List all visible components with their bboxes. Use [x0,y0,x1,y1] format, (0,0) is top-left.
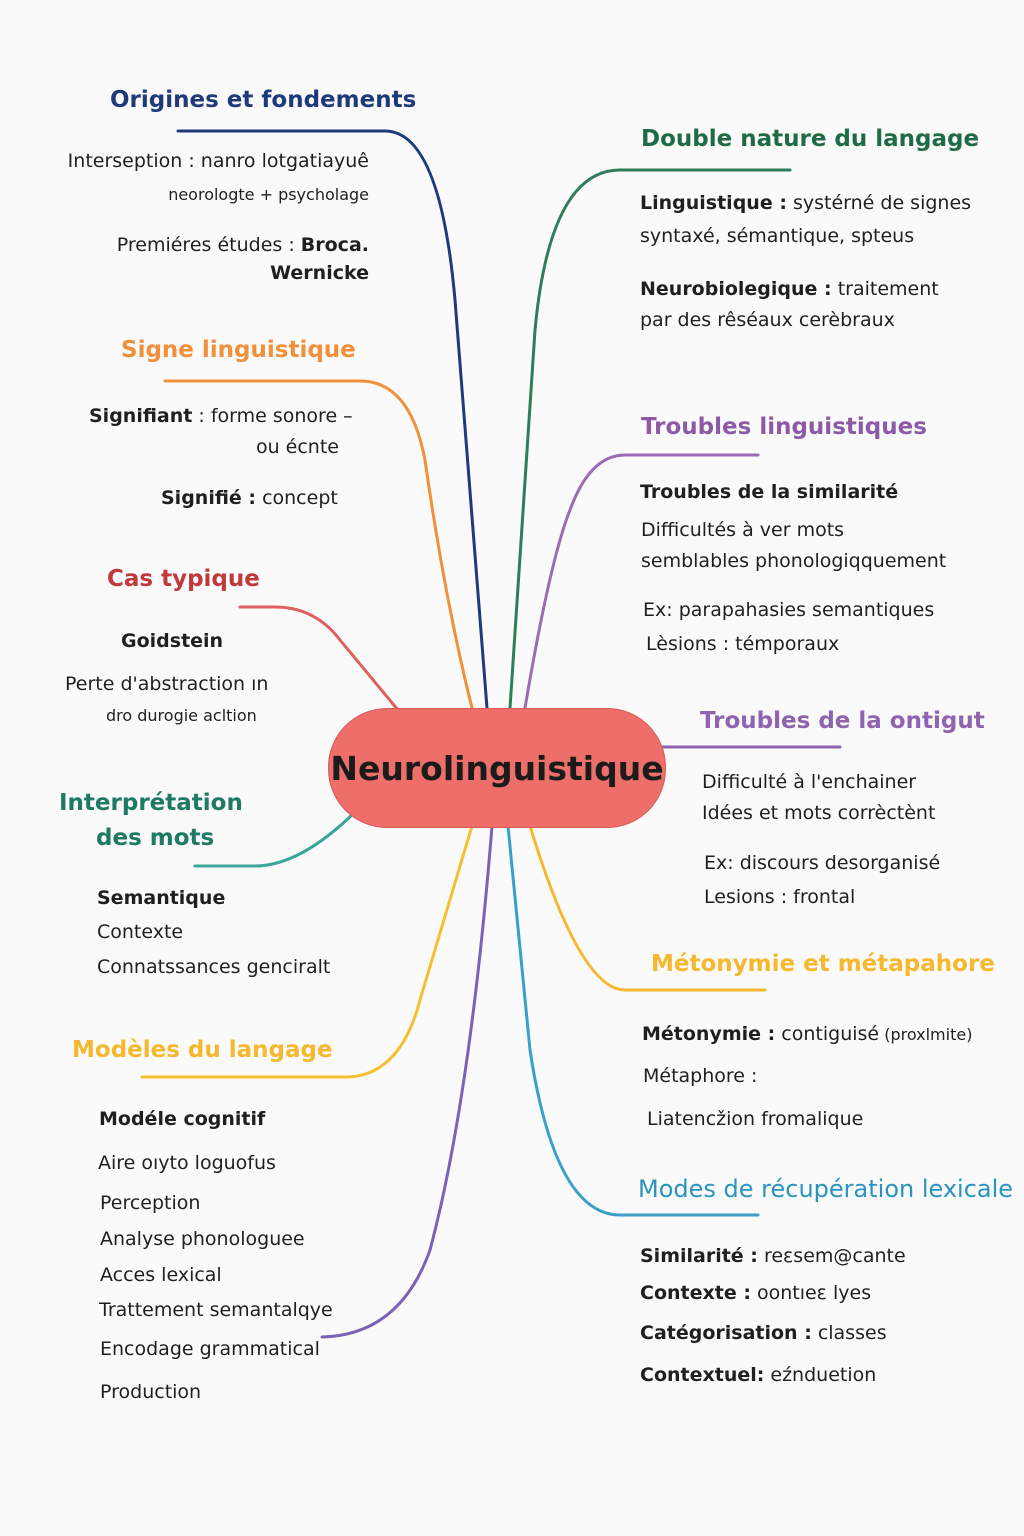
signe-term: Signifiant [89,405,193,427]
link-origines [176,129,489,710]
double-line-1: Linguistique : systérné de signes [640,192,971,214]
interp-title-1[interactable]: Interprétation [59,790,243,816]
modes-item: Contexte : oontıeε lyes [640,1282,871,1304]
signe-line-3: Signifié : concept [161,487,338,509]
metonymie-line-2: Métaphore : [643,1065,758,1087]
origines-term: Interseption : [67,150,195,172]
interp-item: Semantique [97,887,226,909]
ontigut-line: Difficulté à l'enchainer [702,771,917,793]
modes-title[interactable]: Modes de récupération lexicale [638,1175,1014,1203]
troubles-line: Difficultés à ver mots [641,519,845,541]
link-interp [193,810,357,868]
metonymie-line-3: Liatencžion fromalique [647,1108,864,1130]
signe-line-1: Signifiant : forme sonore – [89,405,353,427]
ontigut-line: Lesions : frontal [704,886,856,908]
interp-title-2[interactable]: des mots [96,825,215,851]
troubles-line: Lèsions : témporaux [646,633,840,655]
modeles-item: Encodage grammatical [100,1338,320,1360]
link-metonymie [528,824,767,992]
troubles-line: semblables phonologiqquement [641,550,947,572]
metonymie-line-1: Métonymie : contiguisé (proxlmite) [642,1023,972,1045]
central-topic[interactable]: Neurolinguistique [328,708,666,828]
cas-line-1: Goidstein [121,630,224,652]
modes-key: Contexte : [640,1282,751,1304]
origines-title[interactable]: Origines et fondements [110,87,417,113]
signe-term-2: Signifié : [161,487,257,509]
double-line-4: par des rêséaux cerèbraux [640,309,895,331]
modeles-item: Perception [100,1192,201,1214]
double-def-2: traitement [831,278,939,300]
modeles-item: Production [100,1381,202,1403]
modeles-subtitle: Modéle cognitif [99,1108,266,1130]
signe-def: : forme sonore – [192,405,353,427]
double-term-2: Neurobiolegique : [640,278,832,300]
modes-value: oontıeε lyes [750,1282,872,1304]
origines-line-1: Interseption : nanro lotgatiayuê [68,150,369,172]
modes-item: Similarité : reεsem@cante [640,1245,906,1267]
link-double-nature [508,168,792,710]
ontigut-title[interactable]: Troubles de la ontigut [700,708,985,734]
link-troubles [523,453,760,710]
modes-key: Catégorisation : [640,1322,812,1344]
interp-item: Connatssances genciralt [97,956,331,978]
modeles-item: Trattement semantalqye [99,1299,333,1321]
cas-line-2: Perte d'abstraction ın [65,673,269,695]
origines-line-3: Premiéres études : Broca. [117,234,369,256]
modes-value: reεsem@cante [757,1245,906,1267]
link-cas [238,605,400,712]
troubles-title[interactable]: Troubles linguistiques [641,414,927,440]
link-signe [163,379,474,710]
interp-item: Contexte [97,921,184,943]
origines-line-2: neorologte + psycholage [168,185,369,204]
modes-item: Contextuel: eźnduetion [640,1364,876,1386]
cas-line-3: dro durogie acltion [106,706,257,725]
metonymie-term: Métonymie : [642,1023,776,1045]
signe-def-2: concept [256,487,338,509]
modes-key: Similarité : [640,1245,758,1267]
troubles-subtitle: Troubles de la similarité [640,481,899,503]
modeles-title[interactable]: Modèles du langage [72,1037,333,1063]
metonymie-title[interactable]: Métonymie et métapahore [651,951,995,977]
modeles-item: Analyse phonologuee [100,1228,305,1250]
double-line-3: Neurobiolegique : traitement [640,278,939,300]
metonymie-note: (proxlmite) [879,1025,973,1044]
troubles-line: Ex: parapahasies semantiques [643,599,935,621]
ontigut-line: Idées et mots corrèctènt [702,802,936,824]
modeles-item: Aire oıyto loguofus [98,1152,276,1174]
modes-value: eźnduetion [764,1364,877,1386]
metonymie-def: contiguisé [775,1023,880,1045]
origines-line-4: Wernicke [270,262,369,284]
modes-value: classes [811,1322,887,1344]
origines-term-2: Premiéres études : [116,234,301,256]
link-modes [506,824,760,1217]
origines-broca: Broca. [300,234,369,256]
modeles-item: Acces lexical [100,1264,222,1286]
modes-key: Contextuel: [640,1364,765,1386]
link-modeles [140,824,474,1079]
double-title[interactable]: Double nature du langage [641,126,980,152]
double-term: Linguistique : [640,192,787,214]
ontigut-line: Ex: discours desorganisé [704,852,941,874]
double-def: systérné de signes [786,192,972,214]
link-modeles-lower [320,824,494,1339]
signe-title[interactable]: Signe linguistique [121,337,356,363]
cas-title[interactable]: Cas typique [107,566,260,592]
double-line-2: syntaxé, sémantique, spteus [640,225,915,247]
signe-line-2: ou écnte [255,436,339,458]
modes-item: Catégorisation : classes [640,1322,887,1344]
origines-def: nanro lotgatiayuê [194,150,369,172]
